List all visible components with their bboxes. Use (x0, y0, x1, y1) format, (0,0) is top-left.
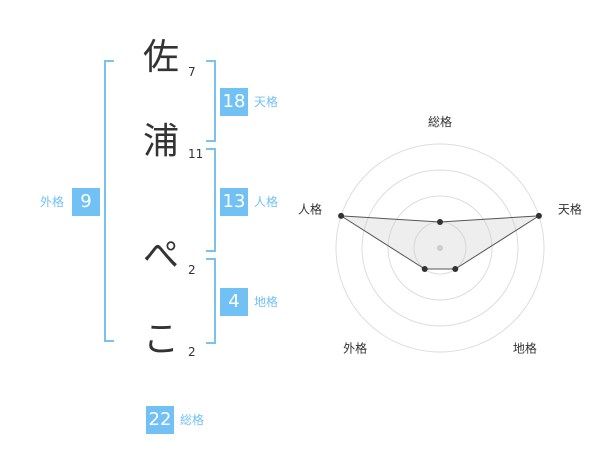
radar-center-dot (437, 245, 443, 251)
gaikaku-value-badge: 9 (72, 188, 100, 216)
radar-series-area (340, 215, 540, 270)
jinkaku-value-badge: 13 (220, 188, 248, 216)
radar-ring (387, 195, 493, 301)
stroke-count-4: 2 (188, 345, 196, 359)
name-char-1: 佐 (142, 37, 179, 78)
radar-point-4 (421, 266, 428, 273)
tenkaku-label: 天格 (254, 95, 279, 109)
radar-axis-label-2: 天格 (558, 202, 582, 217)
radar-point-1 (437, 219, 443, 225)
jinkaku-label: 人格 (254, 195, 279, 209)
chikaku-bracket (206, 258, 216, 344)
name-char-3: ぺ (142, 235, 179, 276)
gaikaku-bracket (104, 60, 114, 342)
chikaku-label: 地格 (254, 295, 279, 309)
radar-axis-label-4: 外格 (343, 340, 367, 355)
jinkaku-bracket (206, 148, 216, 252)
soukaku-label: 総格 (180, 413, 205, 427)
radar-axis-label-1: 総格 (428, 114, 452, 129)
chikaku-value-badge: 4 (220, 288, 248, 316)
radar-axis-label-5: 人格 (298, 202, 322, 217)
stroke-count-1: 7 (188, 65, 196, 79)
tenkaku-value-badge: 18 (220, 88, 248, 116)
soukaku-value-badge: 22 (146, 406, 174, 434)
name-char-2: 浦 (142, 121, 179, 162)
radar-axis-label-3: 地格 (513, 340, 537, 355)
stroke-count-3: 2 (188, 263, 196, 277)
radar-point-2 (535, 212, 542, 219)
radar-ring (335, 143, 545, 353)
radar-point-3 (452, 266, 459, 273)
radar-ring (361, 169, 519, 327)
radar-point-5 (338, 212, 345, 219)
tenkaku-bracket (206, 60, 216, 142)
stroke-count-2: 11 (188, 147, 204, 161)
gaikaku-label: 外格 (40, 195, 65, 209)
name-char-4: こ (142, 319, 179, 360)
